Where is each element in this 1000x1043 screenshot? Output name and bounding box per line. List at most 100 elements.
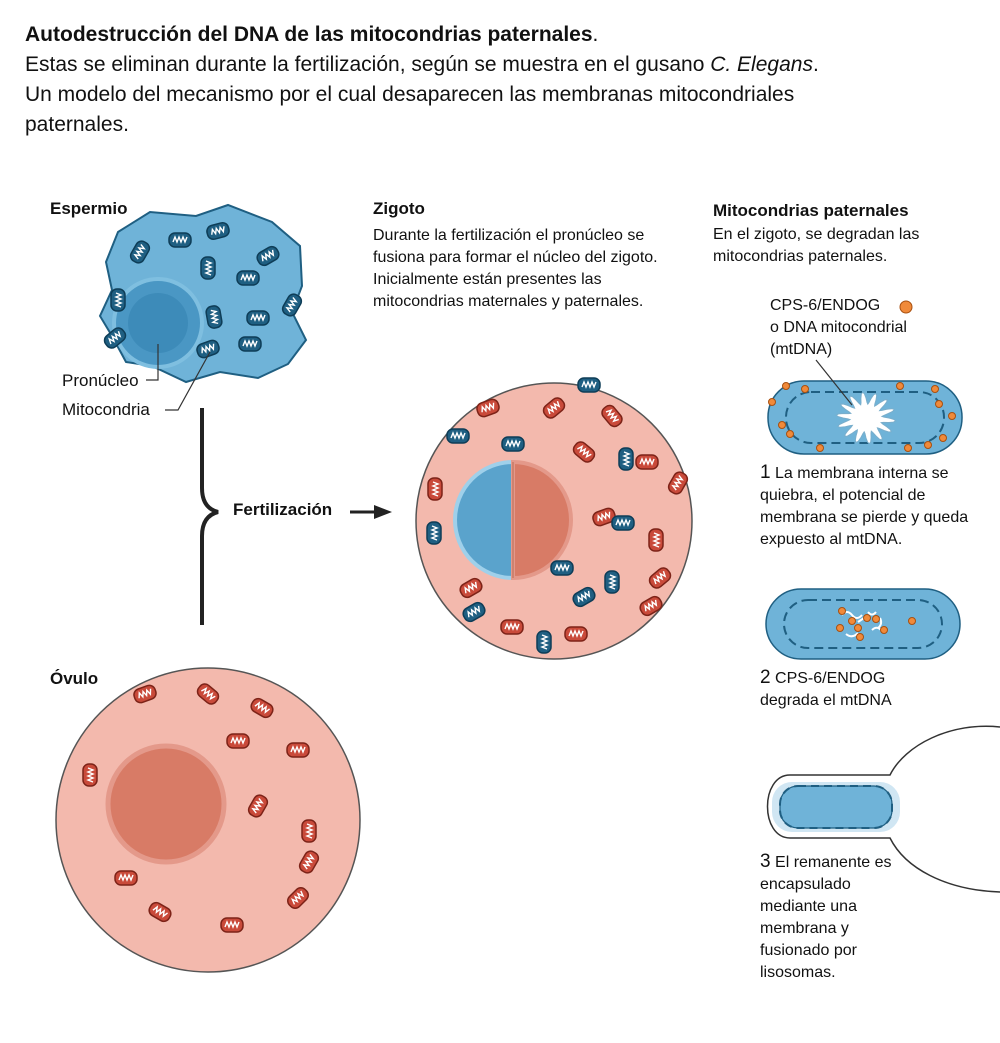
mitochondrion (82, 763, 98, 787)
mitochondrion (462, 601, 486, 623)
step-1: 1 La membrana interna se quiebra, el pot… (760, 462, 990, 551)
mitochondrion (205, 305, 223, 329)
endog-dot (896, 382, 904, 390)
pronucleus-pointer (146, 344, 159, 381)
endog-dots-stage-2 (836, 607, 916, 641)
ovule-title: Óvulo (50, 669, 99, 688)
endog-dot (924, 441, 932, 449)
zygote-title: Zigoto (373, 199, 425, 218)
endog-dot (778, 421, 786, 429)
mito-stage-3 (766, 725, 1000, 893)
mitochondrion (196, 683, 220, 705)
step-3: 3 El remanente es encapsulado mediante u… (760, 851, 910, 984)
mitochondrion (601, 404, 623, 428)
mitochondrion (247, 794, 269, 818)
legend-line1: CPS-6/ENDOG (770, 297, 881, 314)
mitochondrion (133, 684, 157, 704)
endog-dot (908, 617, 916, 625)
header-title-line: Autodestrucción del DNA de las mitocondr… (25, 20, 975, 50)
mito-stage-2 (765, 588, 961, 660)
header-line2-end: . (812, 53, 819, 76)
mitochondrion (572, 586, 596, 608)
endog-dot (935, 400, 943, 408)
mitochondrion (286, 742, 310, 758)
pronucleus-label: Pronúcleo (62, 371, 139, 390)
mitochondrion (298, 850, 320, 874)
mitochondrion (564, 626, 588, 642)
mtdna-loop (835, 391, 897, 445)
step-1-text: La membrana interna se quiebra, el poten… (760, 465, 969, 548)
header-line2-start: Estas se eliminan durante la fertilizaci… (25, 53, 711, 76)
mitochondrion (226, 733, 250, 749)
endog-dot (931, 385, 939, 393)
header-line3: Un modelo del mecanismo por el cual desa… (25, 83, 795, 136)
endog-dot (948, 412, 956, 420)
endog-dot (786, 430, 794, 438)
mitochondrion (168, 232, 192, 248)
legend-line3: (mtDNA) (770, 341, 833, 358)
step-3-text: El remanente es encapsulado mediante una… (760, 854, 892, 981)
mitochondrion (246, 310, 270, 326)
mitochondrion (572, 441, 596, 463)
zygote-nucleus-maternal-half (511, 459, 573, 581)
mitochondrion (200, 256, 216, 280)
fertilization-bracket (200, 408, 219, 625)
mitochondrion (542, 397, 566, 419)
endog-dot (863, 614, 871, 622)
mitochondrion (256, 245, 280, 267)
sperm-mitochondria (103, 221, 303, 359)
zygote-description: Durante la fertilización el pronúcleo se… (373, 227, 658, 310)
endog-dot (768, 398, 776, 406)
endog-dot (801, 385, 809, 393)
mitochondrion (611, 515, 635, 531)
mitochondrion (667, 471, 689, 495)
endog-dot (816, 444, 824, 452)
mitochondrion (577, 377, 601, 393)
mitochondrion (236, 270, 260, 286)
header-title: Autodestrucción del DNA de las mitocondr… (25, 23, 593, 46)
step-2-number: 2 (760, 667, 771, 688)
endog-dot (836, 624, 844, 632)
mitochondrion (114, 870, 138, 886)
mitochondrion (639, 595, 663, 617)
mitochondrion (476, 398, 500, 418)
header-title-end: . (592, 23, 599, 46)
endog-dot (939, 434, 947, 442)
mitochondrion (635, 454, 659, 470)
mitochondrion (592, 507, 616, 527)
paternal-title: Mitocondrias paternales (713, 201, 909, 220)
mitochondrion (500, 619, 524, 635)
endog-dot (854, 624, 862, 632)
fertilization-label: Fertilización (233, 500, 333, 519)
mitochondrion (206, 221, 230, 241)
mitochondrion (459, 577, 483, 599)
mitochondrion (618, 447, 634, 471)
mitochondrion (238, 336, 262, 352)
legend-pointer (815, 359, 853, 406)
mitochondrion (427, 477, 443, 501)
endog-dot (880, 626, 888, 634)
mitochondrion (281, 293, 303, 317)
mitochondrion (648, 528, 664, 552)
endog-dot (856, 633, 864, 641)
endog-dot (838, 607, 846, 615)
mitochondrion (446, 428, 470, 444)
sperm-title: Espermio (50, 199, 128, 218)
mitochondrion (604, 570, 620, 594)
ovule-pronucleus (105, 743, 227, 865)
endog-dot (872, 615, 880, 623)
mitochondria-pointer (165, 351, 211, 411)
mitochondrion (501, 436, 525, 452)
paternal-description: En el zigoto, se degradan las mitocondri… (713, 226, 920, 265)
header: Autodestrucción del DNA de las mitocondr… (25, 20, 975, 140)
mitochondrion (103, 327, 127, 349)
step-1-number: 1 (760, 462, 771, 483)
legend-endog-dot (899, 300, 913, 314)
endog-dot (782, 382, 790, 390)
endog-dot (848, 617, 856, 625)
mitochondria-label: Mitocondria (62, 400, 150, 419)
mitochondrion (220, 917, 244, 933)
step-2-text: CPS-6/ENDOG degrada el mtDNA (760, 670, 892, 709)
mitochondrion (648, 567, 672, 589)
